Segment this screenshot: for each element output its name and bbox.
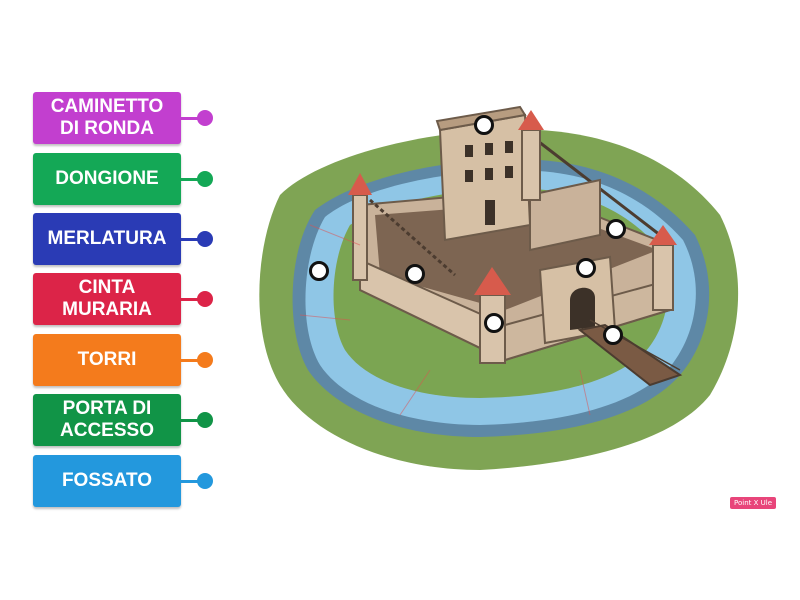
label-pin-line [181,178,201,181]
tower [652,244,674,311]
drop-target-moat[interactable] [309,261,329,281]
drop-target-gate[interactable] [603,325,623,345]
label-merlatura[interactable]: MERLATURA [33,213,181,265]
label-text: DONGIONE [55,168,159,189]
drop-target-battlements[interactable] [576,258,596,278]
inner-building [529,178,601,252]
drop-target-tower[interactable] [484,313,504,333]
gate-arch [570,287,595,330]
tower-roof [348,173,372,195]
label-pin-line [181,117,201,120]
guide-line [309,224,361,246]
tower [521,129,541,201]
label-pin-dot[interactable] [197,412,213,428]
label-text: TORRI [77,349,137,370]
castle-illustration [259,105,739,470]
label-pin-line [181,480,201,483]
label-cinta-muraria[interactable]: CINTA MURARIA [33,273,181,325]
label-pin-line [181,419,201,422]
label-torri[interactable]: TORRI [33,334,181,386]
keep-window [465,145,473,157]
label-pin-dot[interactable] [197,291,213,307]
label-pin-dot[interactable] [197,231,213,247]
label-pin-dot[interactable] [197,171,213,187]
label-pin-dot[interactable] [197,110,213,126]
label-fossato[interactable]: FOSSATO [33,455,181,507]
label-dongione[interactable]: DONGIONE [33,153,181,205]
guide-line [299,314,351,321]
label-text: MERLATURA [47,228,167,249]
label-caminetto-di-ronda[interactable]: CAMINETTO DI RONDA [33,92,181,144]
drop-target-wall-walk[interactable] [606,219,626,239]
label-pin-line [181,298,201,301]
label-pin-line [181,238,201,241]
keep-window [485,168,493,180]
label-text: CINTA MURARIA [62,277,152,320]
walkway-line [369,198,456,277]
tower-roof [518,110,544,130]
keep-window [505,141,513,153]
label-list: CAMINETTO DI RONDA DONGIONE MERLATURA CI… [0,0,230,600]
tower-roof [474,267,511,295]
keep-door [485,200,495,225]
label-text: PORTA DI ACCESSO [60,398,154,441]
label-text: FOSSATO [61,470,153,491]
keep-window [465,170,473,182]
guide-line [399,369,431,416]
guide-line [579,369,591,416]
drop-target-curtain-wall[interactable] [405,264,425,284]
tower [352,194,368,281]
brand-badge: Point X Ule [730,497,777,509]
label-text: CAMINETTO DI RONDA [50,96,164,139]
tower-roof [649,225,677,245]
label-pin-dot[interactable] [197,352,213,368]
label-pin-line [181,359,201,362]
label-pin-dot[interactable] [197,473,213,489]
keep-window [505,166,513,178]
drop-target-keep[interactable] [474,115,494,135]
label-porta-di-accesso[interactable]: PORTA DI ACCESSO [33,394,181,446]
keep-window [485,143,493,155]
